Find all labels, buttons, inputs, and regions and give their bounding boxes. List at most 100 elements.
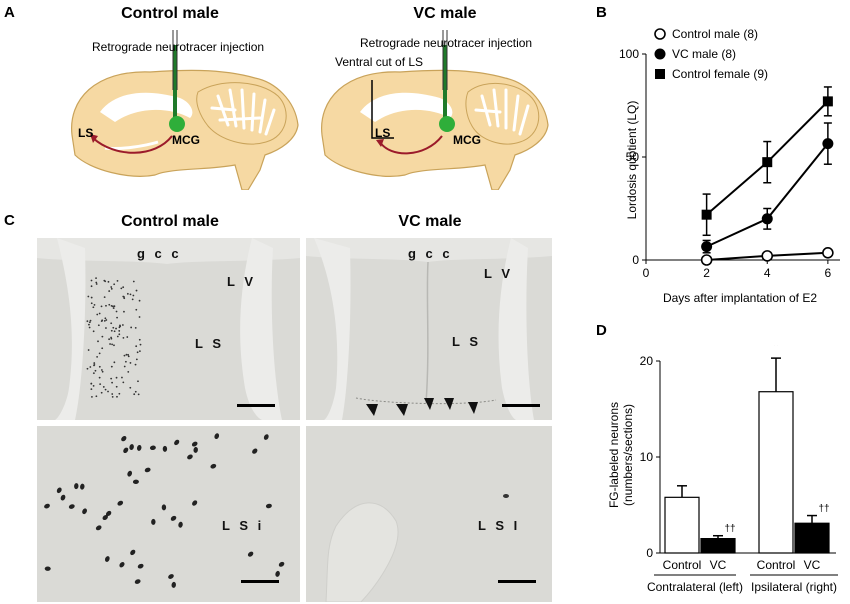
lordosis-line-chart: Lordosis quotient (LQ) Days after implan… xyxy=(619,27,840,305)
fg-labeled-cell xyxy=(129,444,134,451)
fg-labeled-cell xyxy=(130,326,133,329)
fg-labeled-cell xyxy=(123,447,129,454)
fg-labeled-cell xyxy=(111,393,114,395)
chart-b-data-point xyxy=(700,254,713,266)
chart-d-significance-mark: †† xyxy=(724,524,735,535)
fg-labeled-cell xyxy=(178,521,183,528)
fg-labeled-cell xyxy=(174,439,180,446)
fg-labeled-cell xyxy=(105,304,107,307)
fg-labeled-cell xyxy=(161,504,167,511)
fg-labeled-cell xyxy=(44,503,50,509)
fg-labeled-cell xyxy=(86,367,89,370)
fg-labeled-cell xyxy=(126,292,129,295)
fg-labeled-cell xyxy=(122,336,125,339)
fg-labeled-cell xyxy=(187,454,193,460)
fg-labeled-cell xyxy=(214,433,220,440)
fg-labeled-cell xyxy=(96,313,99,316)
fg-labeled-cell xyxy=(127,370,130,373)
fg-labeled-cell xyxy=(101,319,104,322)
fg-labeled-cell xyxy=(118,333,121,336)
fg-labeled-cell xyxy=(115,376,118,379)
fg-labeled-cell xyxy=(110,286,113,288)
fg-labeled-cell xyxy=(122,381,125,384)
fg-labeled-cell xyxy=(110,305,113,307)
fg-labeled-cell xyxy=(111,381,113,384)
fg-labeled-cell xyxy=(113,305,116,308)
injection-label-vc: Retrograde neurotracer injection xyxy=(360,36,533,50)
fg-labeled-cell xyxy=(137,393,140,396)
fg-labeled-cell xyxy=(137,380,139,383)
fg-labeled-cell xyxy=(104,388,107,391)
mcg-label-control: MCG xyxy=(172,133,200,147)
fg-labeled-cell xyxy=(134,579,141,584)
chart-d-y-tick-label: 10 xyxy=(640,450,654,464)
fg-labeled-cell xyxy=(115,310,118,313)
fg-labeled-cell xyxy=(115,385,118,388)
fg-labeled-cell xyxy=(125,353,128,356)
fg-labeled-cell xyxy=(90,388,93,391)
panel-c-left-title: Control male xyxy=(121,213,219,230)
fg-labeled-cell xyxy=(122,286,125,289)
fg-labeled-cell xyxy=(98,365,101,368)
chart-b-xlabel: Days after implantation of E2 xyxy=(663,291,817,305)
fg-labeled-cell xyxy=(68,504,75,509)
fg-labeled-cell xyxy=(138,316,141,318)
fg-labeled-cell xyxy=(113,330,116,333)
fg-labeled-cell xyxy=(151,518,156,525)
fg-labeled-cell xyxy=(108,290,111,292)
fg-labeled-cell xyxy=(95,395,98,398)
fg-labeled-cell xyxy=(104,556,110,562)
chart-d-ylabel-line2: (numbers/sections) xyxy=(621,404,635,506)
micrograph-vc-low-mag: g c c L V L S xyxy=(306,238,552,420)
fg-labeled-cell xyxy=(121,324,124,326)
fg-labeled-cell xyxy=(193,446,198,453)
fg-labeled-cell xyxy=(135,289,138,292)
fg-labeled-cell xyxy=(100,305,103,308)
fg-labeled-cell xyxy=(105,510,112,517)
fg-labeled-cell xyxy=(120,287,123,290)
fg-labeled-cell xyxy=(134,390,137,393)
fg-labeled-cell xyxy=(252,448,258,454)
fg-labeled-cell xyxy=(116,395,118,398)
brain-diagram-control xyxy=(71,30,299,190)
fg-labeled-cell xyxy=(275,570,280,577)
fg-labeled-cell xyxy=(127,355,130,358)
fg-labeled-cell xyxy=(171,581,176,588)
fg-labeled-cell xyxy=(99,383,102,385)
fg-labeled-cell xyxy=(135,308,138,311)
fg-labeled-cell xyxy=(113,344,115,347)
fg-labeled-cell xyxy=(101,370,104,373)
fg-labeled-cell xyxy=(98,352,101,355)
chart-b-data-point xyxy=(701,241,713,253)
ls-label-vc-micro: L S xyxy=(452,334,481,349)
chart-b-x-tick-label: 0 xyxy=(643,266,650,280)
chart-d-ylabel-line1: FG-labeled neurons xyxy=(607,402,621,508)
panel-d-letter: D xyxy=(596,322,607,339)
fg-labeled-cell xyxy=(116,279,119,282)
panel-a-right-title: VC male xyxy=(413,5,477,22)
fg-labeled-cell xyxy=(132,280,135,283)
fg-labeled-cell xyxy=(96,356,99,358)
fg-labeled-cell xyxy=(95,525,102,531)
fg-labeled-cell xyxy=(88,321,91,324)
fg-labeled-cell xyxy=(101,347,104,350)
fg-labeled-cell xyxy=(97,340,99,343)
fg-labeled-cell xyxy=(86,320,89,323)
chart-b-y-tick-label: 0 xyxy=(632,253,639,267)
fg-labeled-cell xyxy=(111,305,114,308)
fg-labeled-cell xyxy=(138,338,141,341)
fg-labeled-cell xyxy=(80,483,85,490)
chart-d-category-label: VC xyxy=(710,558,727,572)
gcc-label-control: g c c xyxy=(137,246,182,261)
fg-labeled-cell xyxy=(134,326,137,329)
fg-labeled-cell xyxy=(265,503,272,509)
chart-d-significance-mark: * xyxy=(772,345,780,357)
fg-labeled-cell xyxy=(191,441,198,447)
fg-labeled-cell xyxy=(93,362,96,364)
ls-label-vc: LS xyxy=(375,126,391,140)
chart-b-data-point xyxy=(761,250,774,262)
fg-labeled-cell xyxy=(162,445,168,452)
lv-label-vc: L V xyxy=(484,266,513,281)
fg-labeled-cell xyxy=(87,349,90,351)
fg-labeled-cell xyxy=(88,323,90,326)
